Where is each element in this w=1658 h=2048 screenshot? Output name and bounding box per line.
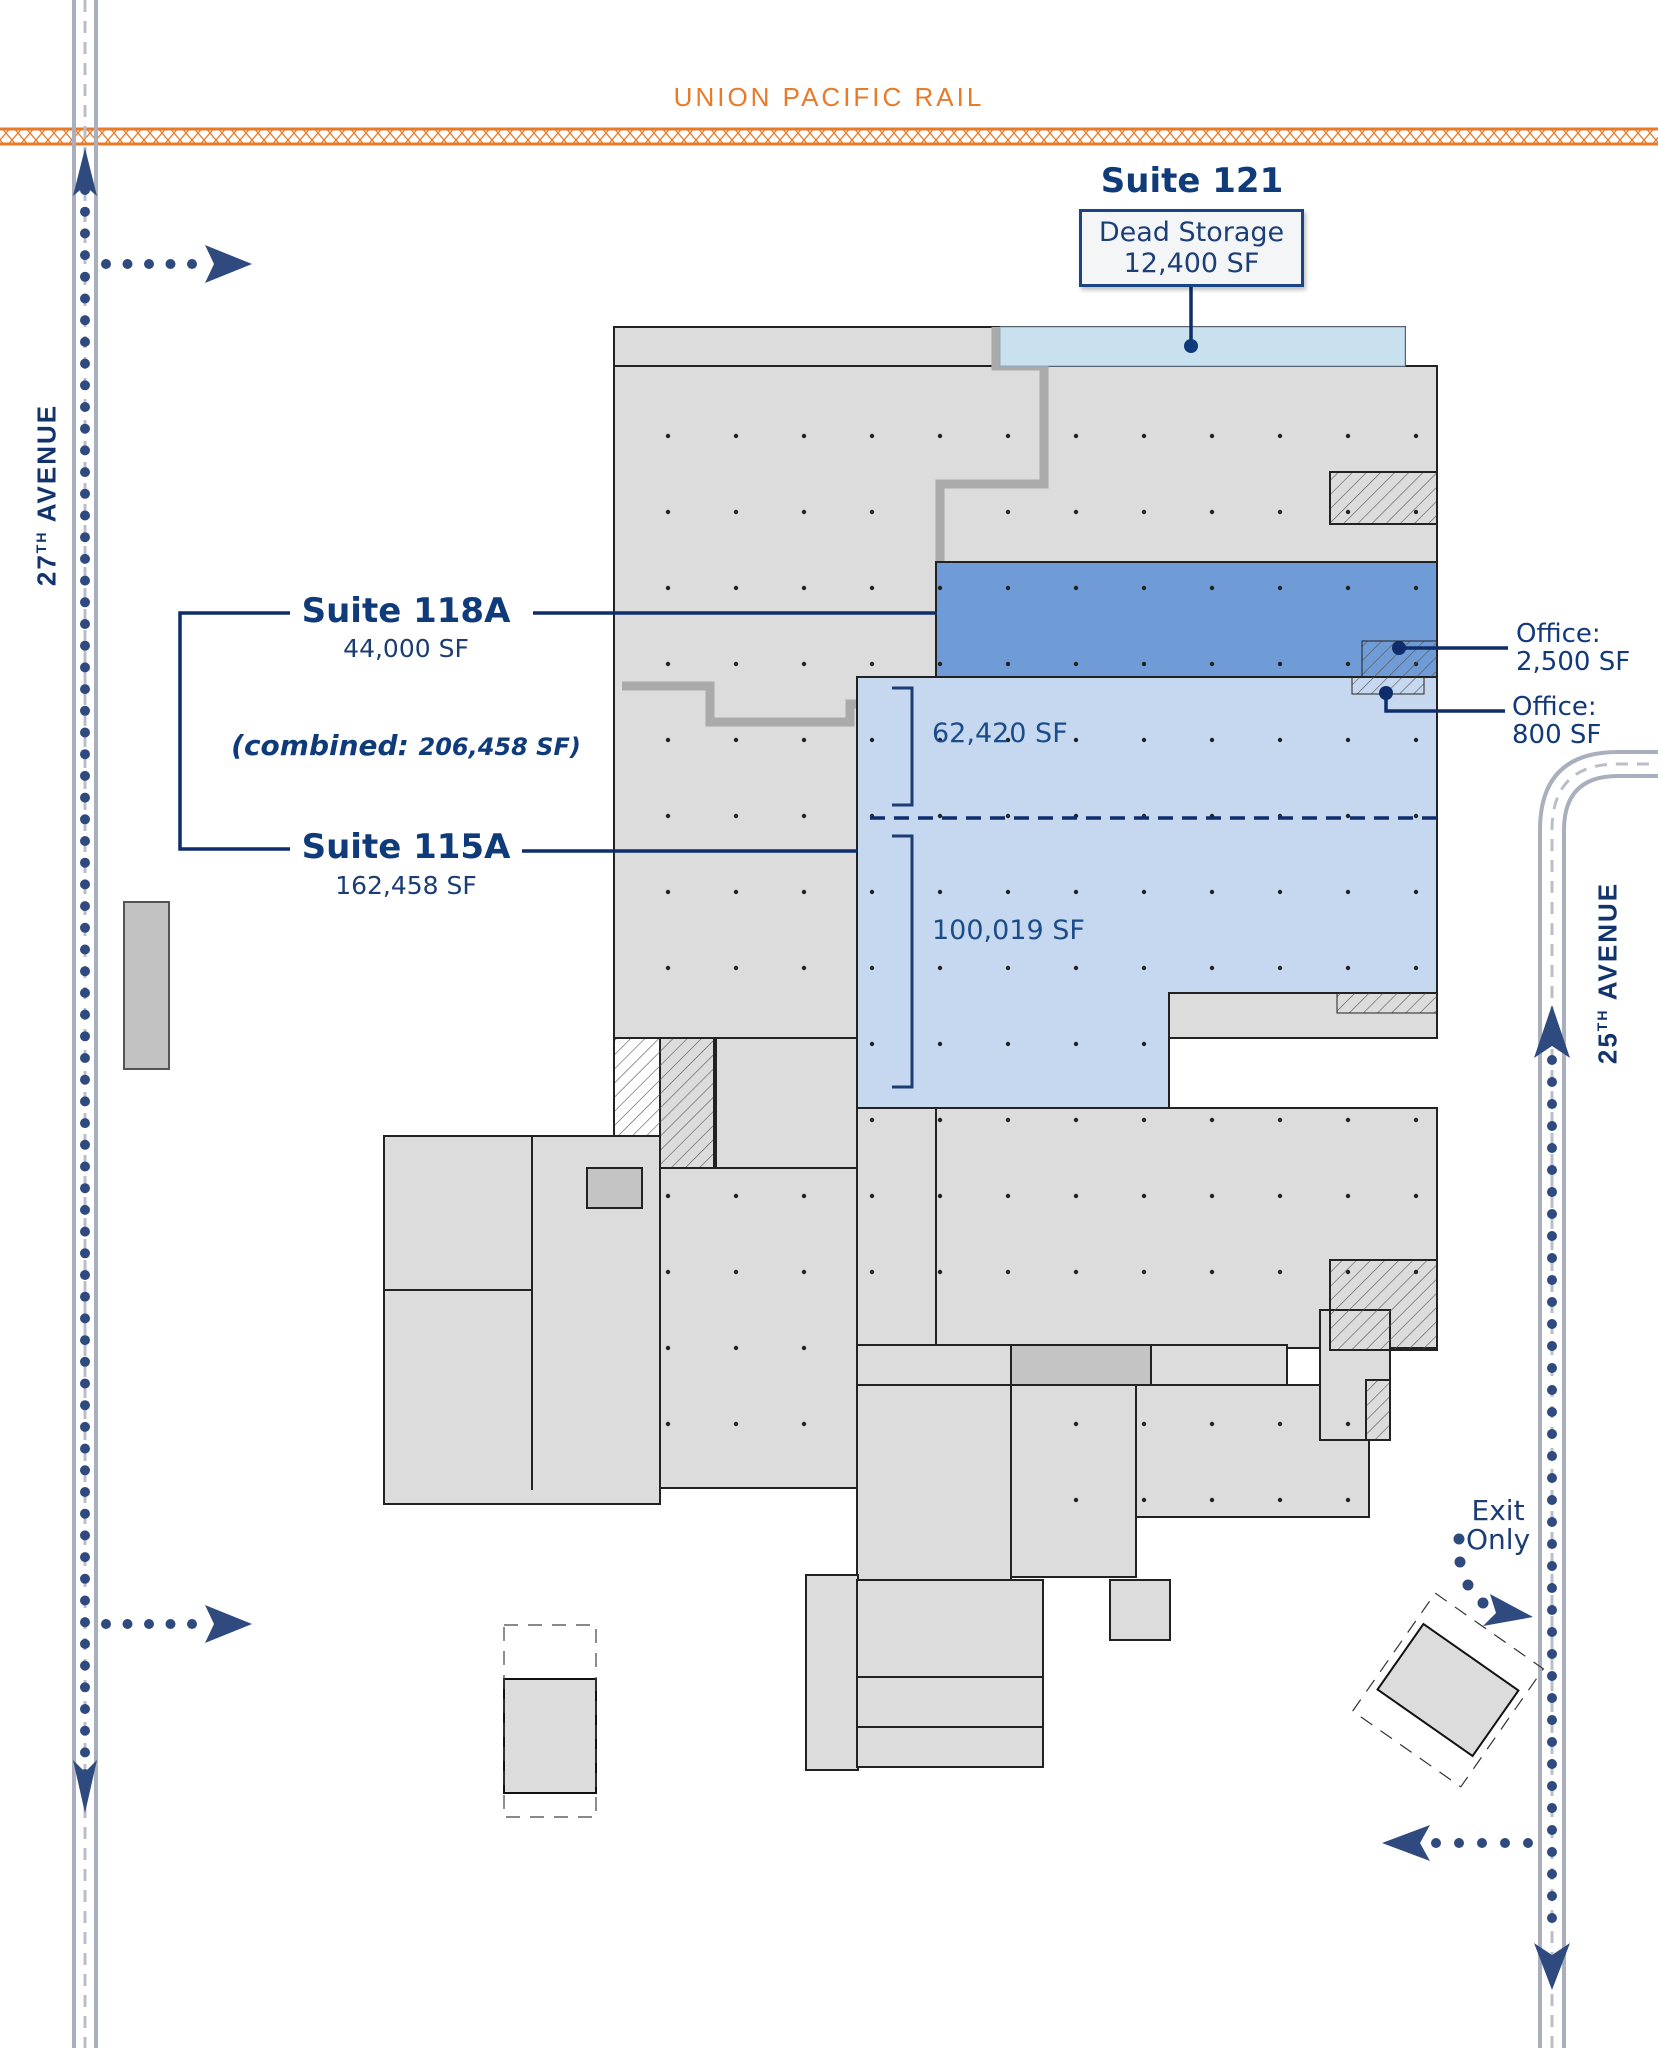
combined-prefix: (combined: [231, 729, 419, 762]
union-pacific-rail [0, 127, 1658, 146]
27th-avenue-label: 27TH AVENUE [31, 403, 62, 587]
arrow-down-icon [1534, 1943, 1570, 1990]
bracket-100019 [892, 834, 914, 1089]
arrow-right-icon [205, 1605, 252, 1643]
suite-121-area-label: 12,400 SF [1123, 248, 1260, 280]
corridor [935, 327, 1049, 562]
arrow-up-icon [73, 148, 97, 196]
combined-area-label: (combined: 206,458 SF) [231, 729, 581, 762]
arrow-up-icon [1534, 1005, 1570, 1058]
suite-121-area[interactable] [999, 326, 1406, 367]
column-grid [614, 366, 1437, 1570]
suite-121-info-box[interactable]: Dead Storage 12,400 SF [1079, 209, 1304, 287]
suite-121-type: Dead Storage [1098, 217, 1285, 248]
bracket-62420 [892, 686, 914, 807]
arrow-down-icon [73, 1760, 97, 1813]
section-62420-label: 62,420 SF [932, 718, 1068, 749]
27th-avenue-road [72, 0, 252, 2048]
combined-value: 206,458 SF) [418, 733, 581, 761]
parking-structure [123, 901, 170, 1070]
section-100019-label: 100,019 SF [932, 915, 1085, 946]
leader-lines [178, 287, 1508, 853]
25th-avenue-road [1351, 750, 1658, 2048]
exit-only-label: Exit Only [1466, 1494, 1531, 1557]
25th-avenue-label: 25TH AVENUE [1592, 881, 1623, 1065]
arrow-left-icon [1382, 1825, 1430, 1861]
office-2500-label: Office: 2,500 SF [1516, 619, 1631, 678]
arrow-right-icon [205, 245, 252, 283]
suite-115a-area-label: 162,458 SF [335, 871, 477, 900]
lower-pad [503, 1624, 597, 1818]
suite-115a-title: Suite 115A [301, 827, 511, 867]
suite-118a-area-label: 44,000 SF [343, 634, 469, 663]
rail-label: UNION PACIFIC RAIL [673, 82, 985, 112]
office-800-label: Office: 800 SF [1512, 692, 1602, 751]
suite-121-title: Suite 121 [1100, 161, 1284, 201]
suite-118a-title: Suite 118A [301, 591, 511, 631]
arrow-right-icon [1483, 1594, 1533, 1626]
